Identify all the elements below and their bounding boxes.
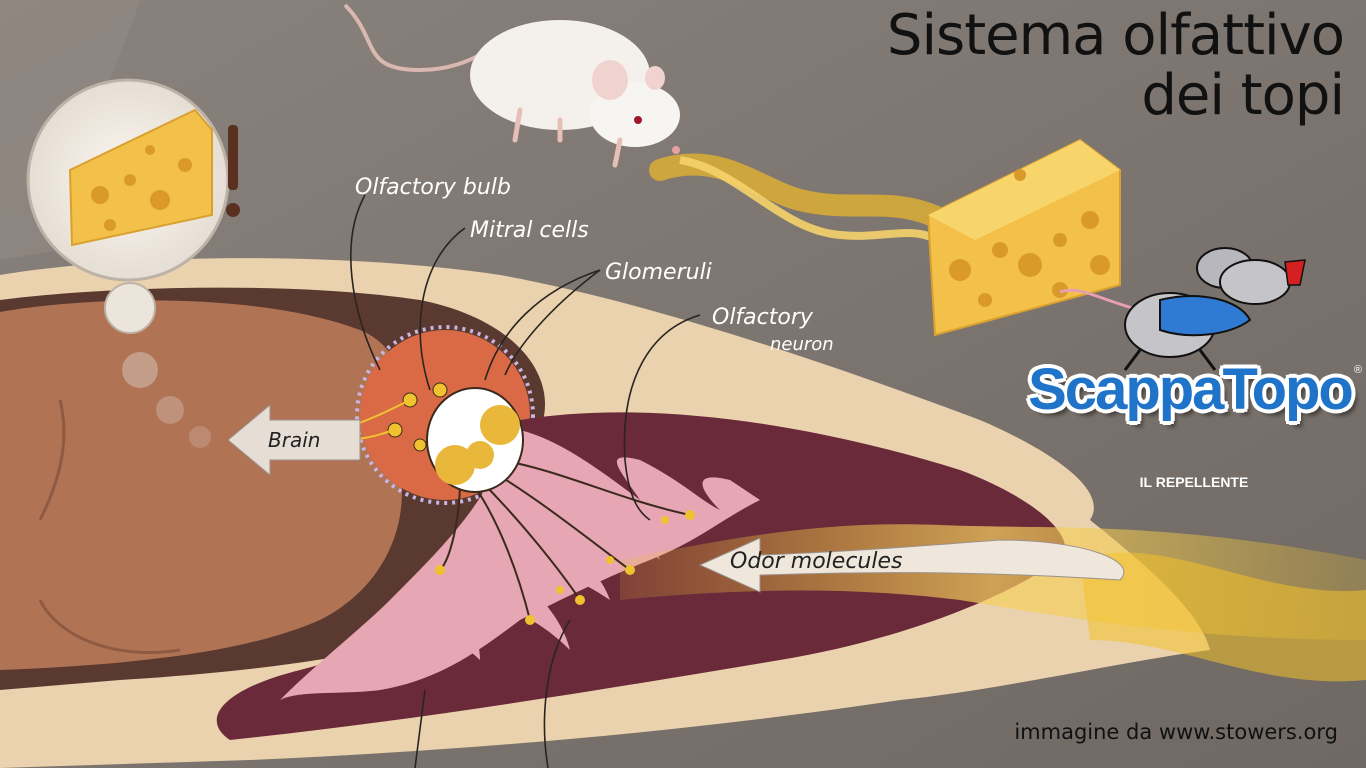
nose-tip xyxy=(1060,500,1092,535)
thought-dot-1 xyxy=(104,282,156,334)
olfactory-bulb-label: Olfactory bulb xyxy=(355,175,511,200)
olfactory-neurons xyxy=(439,459,691,621)
neuron-tips xyxy=(435,510,695,625)
brain-fold xyxy=(38,399,181,655)
cheese-illustration xyxy=(926,138,1121,337)
exclamation-icon xyxy=(228,125,238,190)
title-line-1: Sistema olfattivo xyxy=(886,3,1345,68)
mitral-cells-label: Mitral cells xyxy=(470,218,589,243)
exclamation-dot xyxy=(226,203,240,217)
turbinate-3 xyxy=(450,540,570,650)
olfactory-neuron-label-1: Olfactory xyxy=(712,305,814,330)
title-line-2: dei topi xyxy=(1141,63,1345,128)
logo-tagline: IL REPELLENTE xyxy=(1139,474,1249,490)
turbinate-4 xyxy=(400,580,480,660)
scappatopo-logo: ScappaTopo ® IL REPELLENTE xyxy=(1010,246,1366,496)
thought-dot-4 xyxy=(189,426,211,448)
bubble-cheese-holes xyxy=(91,145,192,231)
logo-registered-mark: ® xyxy=(1353,364,1362,376)
olfactory-bulb-dots xyxy=(355,325,535,505)
thought-dot-2 xyxy=(122,352,158,388)
callout-lines xyxy=(350,194,701,768)
mouse-illustration xyxy=(343,3,680,168)
odor-molecules-label: Odor molecules xyxy=(730,549,902,574)
glomerulus-3 xyxy=(466,441,494,469)
logo-brand: ScappaTopo xyxy=(1028,357,1354,422)
thought-dot-3 xyxy=(156,396,184,424)
glomerulus-2 xyxy=(435,445,475,485)
page-title: Sistema olfattivo dei topi xyxy=(724,3,1345,128)
brain xyxy=(0,300,410,670)
odor-arrow xyxy=(698,537,1125,593)
image-credit: immagine da www.stowers.org xyxy=(1014,720,1338,744)
turbinate-1 xyxy=(540,480,660,560)
brain-arrow xyxy=(227,403,361,477)
glomeruli-label: Glomeruli xyxy=(605,260,712,285)
logo-mouse-mascot-icon xyxy=(1059,247,1306,371)
glomerulus-1 xyxy=(480,405,520,445)
mucosa xyxy=(280,430,760,700)
odor-outside xyxy=(1080,552,1366,682)
odor-stream-top-2 xyxy=(679,156,953,253)
olfactory-neuron-label-2: neuron xyxy=(770,334,834,355)
brain-label: Brain xyxy=(268,428,320,452)
bubble-cheese-icon xyxy=(68,108,213,247)
